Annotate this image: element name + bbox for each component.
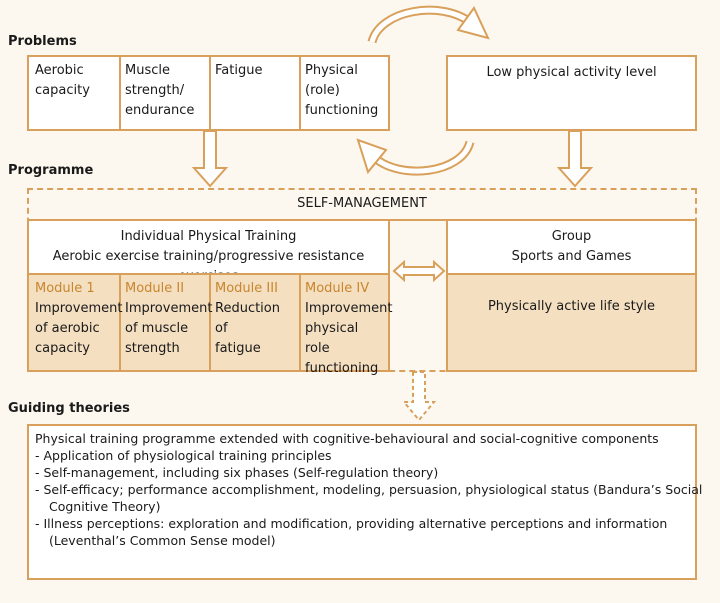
low-activity-box: Low physical activity level	[446, 55, 697, 131]
self-management-label: SELF-MANAGEMENT	[297, 196, 427, 211]
dashed-arrow-down	[401, 371, 437, 422]
lifestyle-label: Physically active life style	[487, 299, 656, 314]
module-2: Module II Improvement of muscle strength	[125, 281, 213, 356]
theory-item-4: - Illness perceptions: exploration and m…	[35, 516, 668, 531]
arrow-down-left	[191, 130, 229, 188]
theory-item-4-cont: (Leventhal’s Common Sense model)	[49, 533, 276, 548]
group-box: Group Sports and Games Physically active…	[446, 219, 697, 372]
group-title: Group	[551, 229, 592, 244]
problem-fatigue: Fatigue	[215, 63, 263, 78]
double-arrow	[392, 259, 446, 283]
problems-label: Problems	[8, 34, 77, 49]
module-4: Module IV Improvement physical role func…	[305, 281, 393, 376]
individual-training-title: Individual Physical Training	[120, 229, 297, 244]
individual-training-box: Individual Physical Training Aerobic exe…	[27, 219, 392, 376]
module-1: Module 1 Improvement of aerobic capacity	[35, 281, 123, 356]
group-subtitle: Sports and Games	[511, 249, 632, 264]
problem-aerobic-capacity: Aerobic capacity	[35, 63, 90, 98]
theory-item-2: - Self-management, including six phases …	[35, 465, 439, 480]
cycle-arrow-bottom	[356, 138, 475, 176]
theory-item-3: - Self-efficacy; performance accomplishm…	[35, 482, 703, 497]
cycle-arrow-top	[367, 5, 490, 44]
programme-label: Programme	[8, 163, 94, 178]
guiding-theories-label: Guiding theories	[8, 401, 130, 416]
problem-physical-functioning: Physical (role) functioning	[305, 63, 379, 118]
arrow-down-right	[556, 130, 594, 188]
low-activity-label: Low physical activity level	[486, 65, 657, 80]
module-3: Module III Reduction of fatigue	[215, 281, 280, 356]
problem-muscle-strength: Muscle strength/ endurance	[125, 63, 195, 118]
theory-item-1: - Application of physiological training …	[35, 448, 332, 463]
theories-heading: Physical training programme extended wit…	[35, 431, 659, 446]
problems-box: Aerobic capacity Muscle strength/ endura…	[27, 55, 390, 131]
guiding-theories-box: Physical training programme extended wit…	[27, 424, 703, 580]
theory-item-3-cont: Cognitive Theory)	[49, 499, 161, 514]
